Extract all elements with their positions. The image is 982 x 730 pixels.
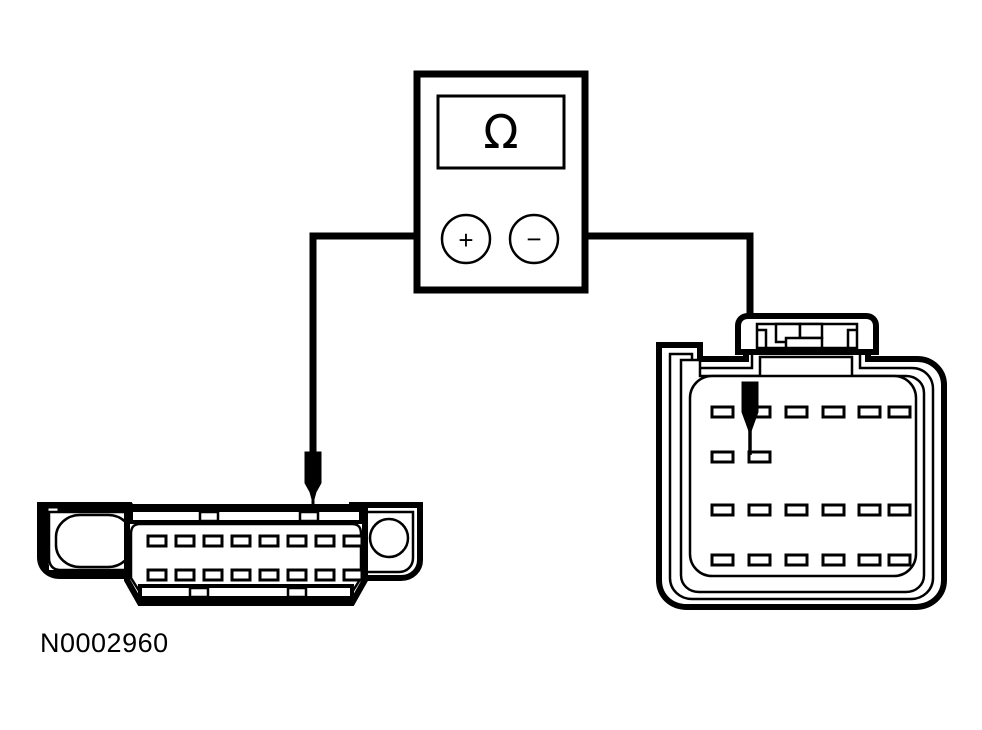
dlc-pin-bottom-8[interactable] xyxy=(342,568,364,582)
harness-pin-r1-c4[interactable] xyxy=(821,405,846,419)
harness-pin-r4-c1[interactable] xyxy=(710,553,735,567)
dlc-pin-top-5[interactable] xyxy=(258,534,280,548)
harness-pin-r1-c5[interactable] xyxy=(857,405,882,419)
meter-negative-terminal[interactable]: − xyxy=(508,213,560,265)
data-link-connector[interactable] xyxy=(37,502,423,606)
negative-terminal-ring xyxy=(508,213,560,265)
dlc-pin-bottom-6[interactable] xyxy=(286,568,308,582)
harness-latch-shoulder-left xyxy=(757,328,768,348)
harness-pin-r3-c3[interactable] xyxy=(784,503,809,517)
harness-latch-detail-right xyxy=(784,336,824,350)
dlc-top-rail-notch-right xyxy=(298,510,320,523)
ohm-symbol: Ω xyxy=(483,105,518,159)
dlc-pin-top-7[interactable] xyxy=(314,534,336,548)
negative-test-probe[interactable] xyxy=(741,381,759,455)
dlc-pin-top-6[interactable] xyxy=(286,534,308,548)
dlc-bottom-rail-notch-right xyxy=(286,586,308,599)
harness-latch-detail-mid xyxy=(798,322,824,340)
positive-terminal-ring xyxy=(440,213,492,265)
dlc-pin-bottom-7[interactable] xyxy=(314,568,336,582)
dlc-left-slot xyxy=(54,513,134,569)
meter-positive-terminal[interactable]: + xyxy=(440,213,492,265)
harness-pin-r3-c4[interactable] xyxy=(821,503,846,517)
harness-pin-r4-c5[interactable] xyxy=(857,553,882,567)
harness-pin-r4-c2[interactable] xyxy=(747,553,772,567)
dlc-pin-bottom-4[interactable] xyxy=(230,568,252,582)
dlc-pin-top-4[interactable] xyxy=(230,534,252,548)
dlc-pin-top-2[interactable] xyxy=(174,534,196,548)
harness-pin-r2-c2[interactable] xyxy=(747,450,772,464)
dlc-bottom-pin-row xyxy=(146,568,364,582)
harness-cavity-face xyxy=(688,374,918,578)
dlc-bottom-rail xyxy=(138,584,354,600)
minus-sign-icon: − xyxy=(526,224,541,254)
dlc-pin-top-3[interactable] xyxy=(202,534,224,548)
harness-pin-r4-c4[interactable] xyxy=(821,553,846,567)
harness-pin-r1-c1[interactable] xyxy=(710,405,735,419)
dlc-bottom-rail-notch-left xyxy=(188,586,210,599)
meter-display xyxy=(436,94,566,170)
harness-pin-r2-c1[interactable] xyxy=(710,450,735,464)
harness-pin-r1-c6[interactable] xyxy=(887,405,912,419)
dlc-top-rail xyxy=(129,508,363,524)
ohmmeter[interactable]: Ω + − xyxy=(413,70,589,294)
harness-pin-r3-c2[interactable] xyxy=(747,503,772,517)
harness-pin-r3-c1[interactable] xyxy=(710,503,735,517)
dlc-pin-bottom-2[interactable] xyxy=(174,568,196,582)
harness-pin-r3-c6[interactable] xyxy=(887,503,912,517)
probe-body-left xyxy=(304,451,322,505)
dlc-top-pin-row xyxy=(146,534,364,548)
dlc-right-hole xyxy=(368,517,410,559)
plus-sign-icon: + xyxy=(458,225,473,255)
dlc-pin-bottom-5[interactable] xyxy=(258,568,280,582)
positive-test-lead-wire xyxy=(309,232,442,458)
figure-label: N0002960 xyxy=(40,628,169,658)
harness-pin-r1-c3[interactable] xyxy=(784,405,809,419)
dlc-top-rail-notch-left xyxy=(198,510,220,523)
harness-pin-r4-c3[interactable] xyxy=(784,553,809,567)
harness-connector[interactable] xyxy=(656,313,947,610)
harness-latch-shoulder-right xyxy=(846,328,857,348)
harness-pin-rows xyxy=(710,405,912,567)
dlc-pin-top-1[interactable] xyxy=(146,534,168,548)
dlc-pin-bottom-3[interactable] xyxy=(202,568,224,582)
harness-pin-r4-c6[interactable] xyxy=(887,553,912,567)
dlc-pin-bottom-1[interactable] xyxy=(146,568,168,582)
dlc-pin-top-8[interactable] xyxy=(342,534,364,548)
harness-pin-r3-c5[interactable] xyxy=(857,503,882,517)
probe-body-right xyxy=(741,381,759,436)
